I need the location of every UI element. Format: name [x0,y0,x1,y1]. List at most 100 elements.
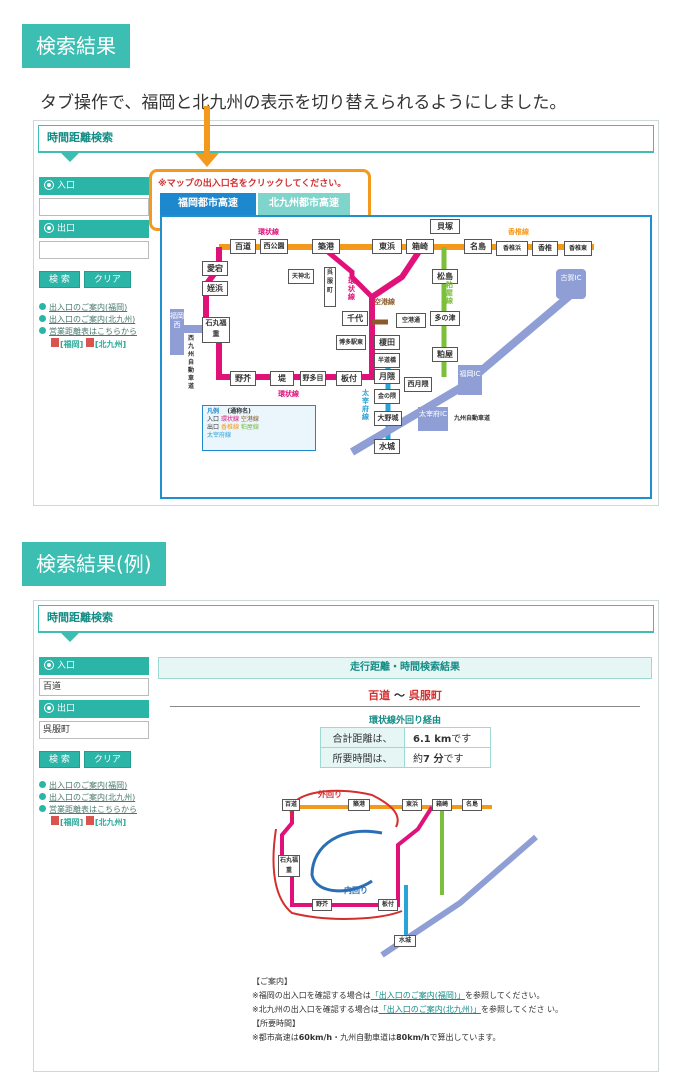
station-hakozaki[interactable]: 箱崎 [406,239,434,254]
station-tenjinkita[interactable]: 天神北 [288,269,314,284]
station-momochi[interactable]: 百道 [282,799,300,811]
station-kasuya[interactable]: 粕屋 [432,347,458,362]
ic-koga[interactable]: 古賀IC [556,269,586,299]
station-noke[interactable]: 野芥 [312,899,332,911]
link-guide-fukuoka[interactable]: 出入口のご案内(福岡) [39,780,149,792]
bullet-icon [39,315,46,322]
station-kashiihama[interactable]: 香椎浜 [496,241,528,256]
entry-label: 入口 [39,657,149,675]
notes-time-head: 【所要時間】 [252,1019,300,1028]
ic-fukuoka[interactable]: 福岡IC [458,365,482,395]
ic-dazaifu[interactable]: 太宰府IC [418,407,448,431]
bullet-icon [39,327,46,334]
clear-button[interactable]: クリア [83,751,131,768]
search-button[interactable]: 検 索 [39,751,80,768]
link-table-kitakyushu[interactable]: [北九州] [94,818,127,827]
station-notame[interactable]: 野多目 [300,371,326,386]
station-kukoudori[interactable]: 空港通 [396,313,426,328]
station-chiyo[interactable]: 千代 [342,311,368,326]
panel-title: 時間距離検索 [38,125,654,162]
notes-link-fukuoka[interactable]: 「出入口のご案内(福岡)」 [370,991,465,1000]
entry-radio[interactable] [45,661,53,669]
exit-input[interactable]: 呉服町 [39,721,149,739]
station-handobashi[interactable]: 半道橋 [374,353,400,368]
link-table-fukuoka[interactable]: [福岡] [60,340,84,349]
line-label-loop-2: 環状線 [348,277,355,301]
notes-guide-head: 【ご案内】 [252,977,292,986]
line-label-kasuya: 粕屋線 [446,281,453,305]
panel-title: 時間距離検索 [38,605,654,642]
station-gofukumachi[interactable]: 呉服町 [324,267,336,307]
line-label-kashii: 香椎線 [508,228,529,236]
station-nishitsukiguma[interactable]: 西月隈 [404,377,432,392]
line-label-dazaifu: 太宰府線 [362,389,369,421]
link-guide-kitakyushu[interactable]: 出入口のご案内(北九州) [39,792,149,804]
station-chikko[interactable]: 築港 [312,239,340,254]
route-lines [182,244,594,456]
station-mizuki[interactable]: 水城 [374,439,400,454]
station-kanenokuma[interactable]: 金の隈 [374,389,400,404]
entry-input[interactable] [39,198,149,216]
ic-fukuokanishi[interactable]: 福岡西 [170,309,184,355]
entry-input[interactable]: 百道 [39,678,149,696]
arrow-head-icon [195,153,219,167]
station-hakozaki[interactable]: 箱崎 [432,799,452,811]
divider [170,706,640,707]
exit-radio[interactable] [45,704,53,712]
table-row: 所要時間は、 約7 分です [320,747,491,768]
tab-kitakyushu[interactable]: 北九州都市高速 [258,193,350,215]
route-map-small: 外回り 内回り 百道 築港 東浜 箱崎 名島 石丸福重 野芥 板付 水城 [252,785,542,961]
station-ishimarufukushige[interactable]: 石丸福重 [202,317,230,343]
inner-route-label: 内回り [344,886,368,895]
station-mizuki[interactable]: 水城 [394,935,416,947]
station-itazuke[interactable]: 板付 [378,899,398,911]
station-kaizuka[interactable]: 貝塚 [430,219,460,234]
station-tsukiguma[interactable]: 月隈 [374,369,400,384]
link-table-kitakyushu[interactable]: [北九州] [94,340,127,349]
station-najima[interactable]: 名島 [462,799,482,811]
link-distance-table[interactable]: 営業距離表はこちらから [39,804,149,816]
link-table-fukuoka[interactable]: [福岡] [60,818,84,827]
station-kashiihigashi[interactable]: 香椎東 [564,241,592,256]
station-atago[interactable]: 愛宕 [202,261,228,276]
map-legend: 凡例 (通称名) 入口 環状線 空港線 出口 香椎線 粕屋線 太宰府線 [202,405,316,451]
station-matsushima[interactable]: 松島 [432,269,458,284]
exit-input[interactable] [39,241,149,259]
station-tanotsu[interactable]: 多の津 [430,311,460,326]
pdf-icon [51,338,59,347]
tab-fukuoka[interactable]: 福岡都市高速 [160,193,256,215]
station-itazuke[interactable]: 板付 [336,371,362,386]
station-ishimarufukushige[interactable]: 石丸福重 [278,855,300,877]
caption-text: タブ操作で、福岡と北九州の表示を切り替えられるようにしました。 [40,93,567,113]
notes-link-kitakyushu[interactable]: 「出入口のご案内(北九州)」 [378,1005,481,1014]
station-noke[interactable]: 野芥 [230,371,256,386]
bullet-icon [39,781,46,788]
station-onojo[interactable]: 大野城 [374,411,402,426]
station-najima[interactable]: 名島 [464,239,492,254]
station-nishikoen[interactable]: 西公園 [260,239,288,254]
station-tsutsumi[interactable]: 堤 [270,371,294,386]
road-label-kyushu: 九州自動車道 [454,415,491,422]
station-chikko[interactable]: 築港 [348,799,370,811]
time-label: 所要時間は、 [320,747,405,768]
notes: 【ご案内】 ※福岡の出入口を確認する場合は「出入口のご案内(福岡)」を参照してく… [252,975,642,1045]
pdf-icon [85,338,94,347]
station-meinohama[interactable]: 姪浜 [202,281,228,296]
station-higashihama[interactable]: 東浜 [372,239,402,254]
time-value: 約7 分です [404,747,491,768]
link-guide-kitakyushu[interactable]: 出入口のご案内(北九州) [39,314,149,326]
clear-button[interactable]: クリア [83,271,131,288]
station-momochi[interactable]: 百道 [230,239,256,254]
result-table: 合計距離は、 6.1 kmです 所要時間は、 約7 分です [320,727,491,768]
link-distance-table[interactable]: 営業距離表はこちらから [39,326,149,338]
station-higashihama[interactable]: 東浜 [402,799,422,811]
entry-radio[interactable] [45,181,53,189]
bullet-icon [39,805,46,812]
search-sidebar: 入口 百道 出口 呉服町 検 索クリア 出入口のご案内(福岡) 出入口のご案内(… [39,657,149,829]
search-button[interactable]: 検 索 [39,271,80,288]
exit-radio[interactable] [45,224,53,232]
station-hakataekihigashi[interactable]: 博多駅東 [336,335,366,350]
link-guide-fukuoka[interactable]: 出入口のご案内(福岡) [39,302,149,314]
station-kashii[interactable]: 香椎 [532,241,558,256]
station-enokida[interactable]: 榎田 [374,335,400,350]
